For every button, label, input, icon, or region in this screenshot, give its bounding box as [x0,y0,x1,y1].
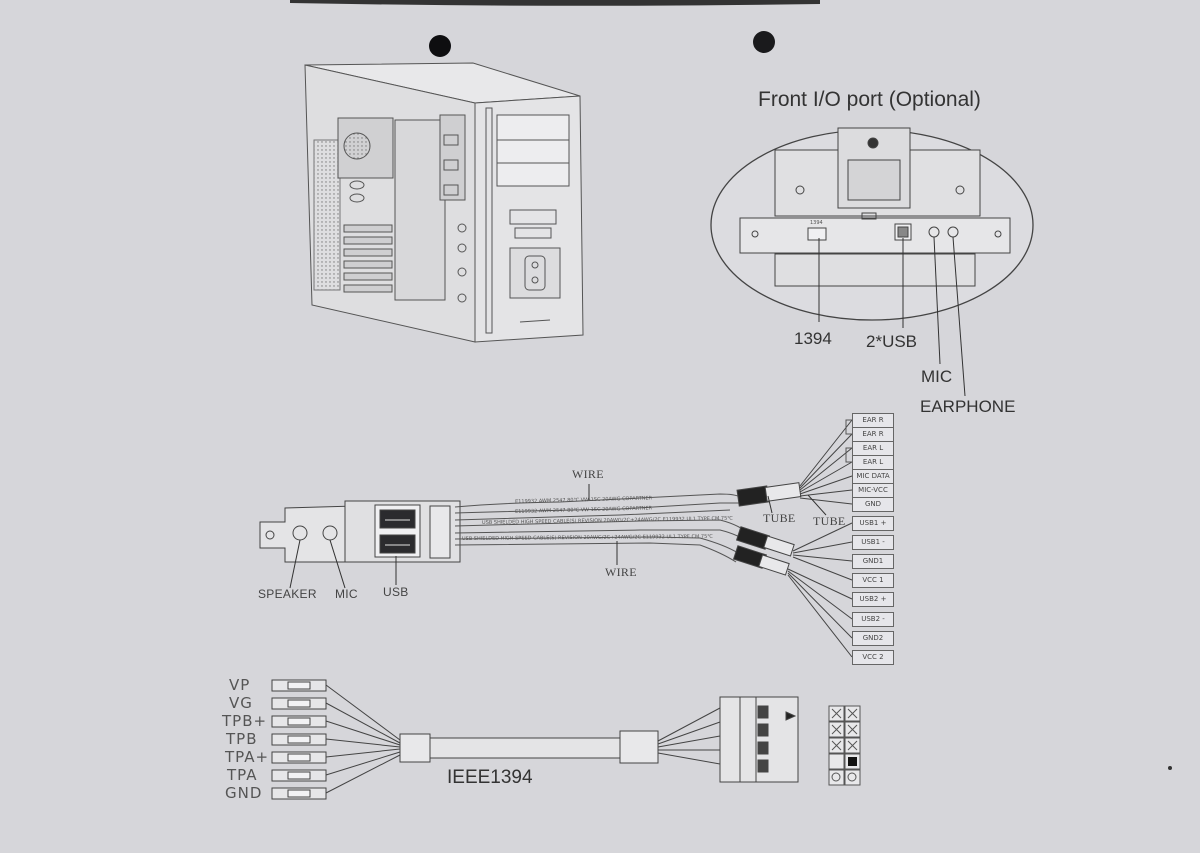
label-1394: 1394 [794,329,832,348]
pc-tower-illustration [304,62,584,343]
label-mic: MIC [921,367,953,386]
panel-mic-label: MIC [335,587,358,601]
audio-usb-cable-drawing [259,419,853,658]
wire-label-bottom: WIRE [605,565,637,579]
page-top-edge [290,0,820,6]
ieee-pin-tpa-plus: TPA+ [225,748,270,766]
pin-ear-r-1: EAR R [852,413,894,428]
ieee-pin-vp: VP [229,676,251,694]
front-io-panel [710,127,1034,397]
pin-usb2-minus: USB2 - [852,612,894,627]
pin-vcc1: VCC 1 [852,573,894,588]
punch-hole [753,31,775,53]
ieee-pin-vg: VG [229,694,253,712]
label-earphone: EARPHONE [920,397,1016,416]
pin-ear-l-2: EAR L [852,455,894,470]
ieee-pin-tpa: TPA [227,766,258,784]
pin-gnd2: GND2 [852,631,894,646]
punch-hole [429,35,451,57]
ieee1394-label: IEEE1394 [447,767,533,788]
pin-gnd1: GND1 [852,554,894,569]
wire-label-top: WIRE [572,467,604,481]
pin-vcc2: VCC 2 [852,650,894,665]
ieee-pin-tpb: TPB [226,730,258,748]
tube-label-left: TUBE [763,511,796,525]
ieee-pin-tpb-plus: TPB+ [222,712,268,730]
pin-ear-l-1: EAR L [852,441,894,456]
label-2-usb: 2*USB [866,332,918,351]
pin-usb1-minus: USB1 - [852,535,894,550]
ieee1394-cable-drawing [271,679,861,800]
ieee-pin-gnd: GND [225,784,263,802]
ink-speck [1168,766,1172,770]
tube-label-right: TUBE [813,514,846,528]
front-io-title: Front I/O port (Optional) [758,88,981,111]
pin-mic-vcc: MIC-VCC [852,483,894,498]
pin-usb1-plus: USB1 + [852,516,894,531]
pin-mic-data: MIC DATA [852,469,894,484]
pin-usb2-plus: USB2 + [852,592,894,607]
pin-gnd: GND [852,497,894,512]
port-1394-mark: 1394 [810,220,823,226]
pin-ear-r-2: EAR R [852,427,894,442]
panel-usb-label: USB [383,585,409,599]
speaker-label: SPEAKER [258,587,317,601]
